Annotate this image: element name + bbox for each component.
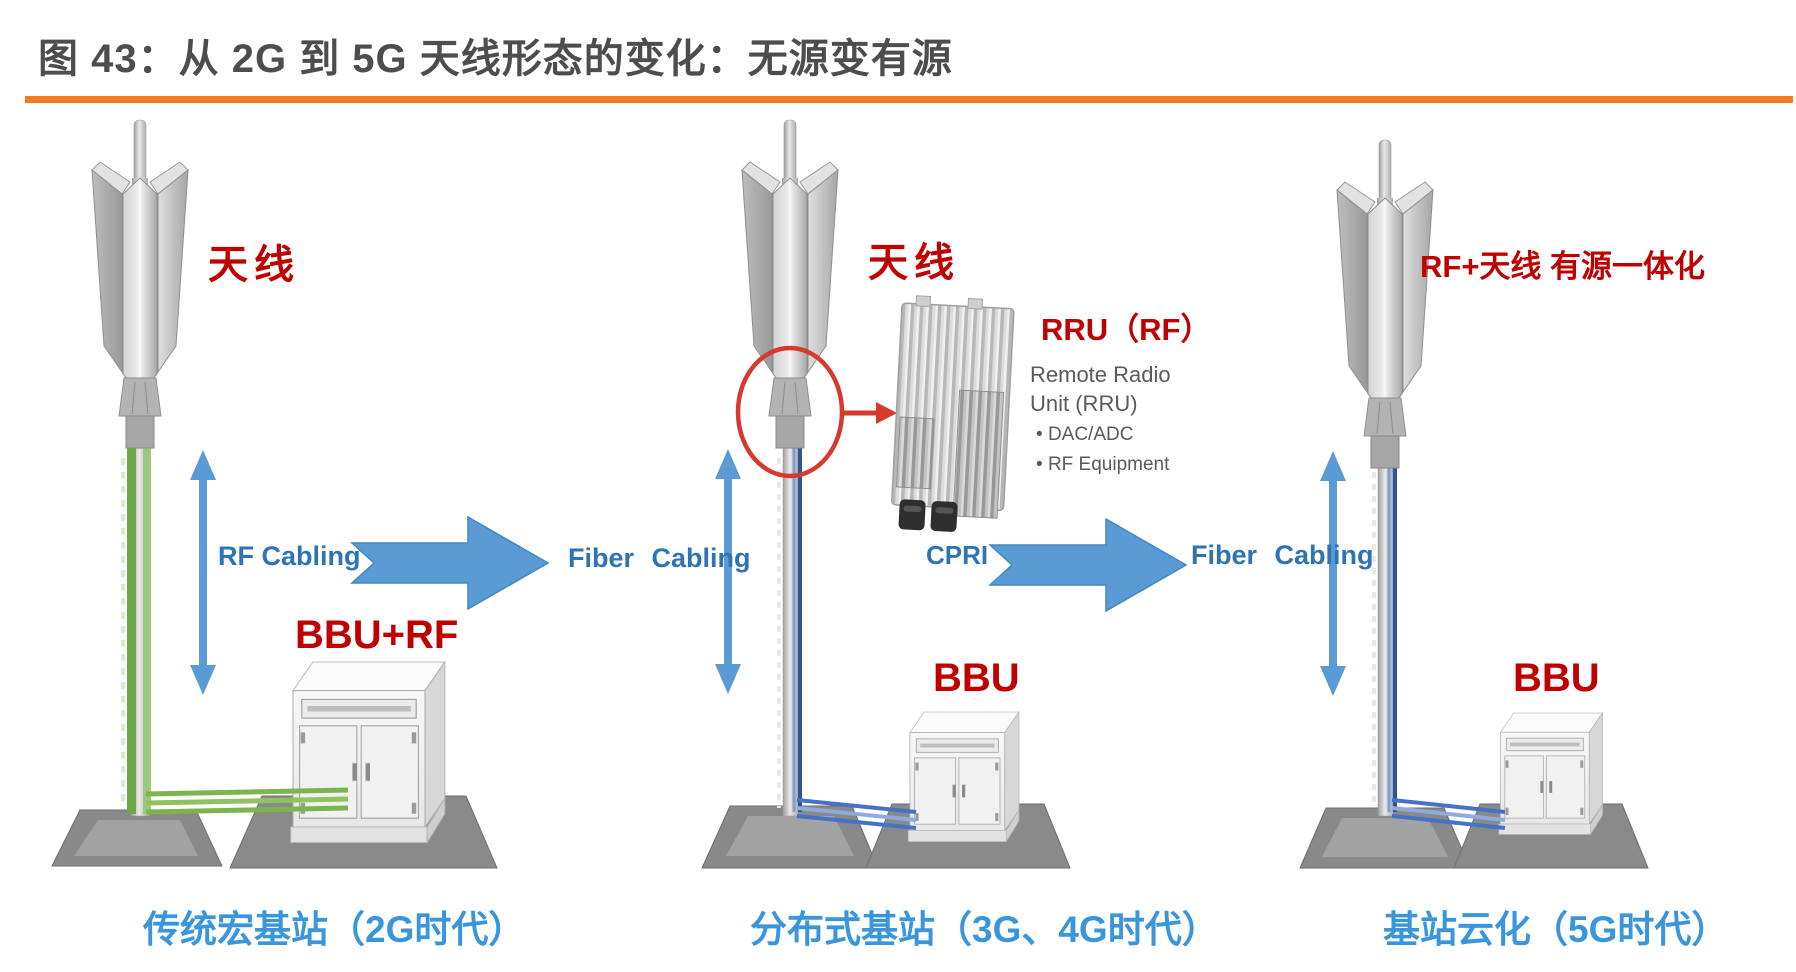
- mast-cable-2g: [121, 432, 349, 817]
- transition-label-2: Fiber Cabling: [1191, 540, 1374, 570]
- rru-description: Remote Radio Unit (RRU): [1030, 360, 1171, 418]
- antenna-tower-3g4g: [740, 118, 840, 450]
- height-arrow-5g: [1320, 451, 1346, 696]
- antenna-label-3g4g: 天线: [868, 241, 960, 285]
- rru-feature-item: RF Equipment: [1036, 450, 1169, 480]
- transition-arrow-2: [989, 518, 1187, 612]
- rru-title: RRU（RF）: [1041, 312, 1212, 347]
- antenna-label-2g: 天线: [208, 243, 300, 287]
- bbu-rf-label: BBU+RF: [295, 613, 459, 657]
- antenna-tower-5g: [1335, 138, 1435, 470]
- rru-description-line1: Remote Radio: [1030, 362, 1171, 387]
- rru-feature-item: DAC/ADC: [1036, 420, 1169, 450]
- transition-label-1: Fiber Cabling: [568, 543, 751, 573]
- caption-5g: 基站云化（5G时代）: [1383, 909, 1729, 950]
- mast-cable-5g: [1372, 441, 1506, 830]
- ground-pad-tower-2g: [51, 809, 223, 867]
- rru-feature-list: DAC/ADC RF Equipment: [1036, 420, 1169, 480]
- transition-arrow-1: [351, 516, 549, 610]
- ground-pad-tower-5g: [1299, 807, 1471, 869]
- antenna-tower-2g: [90, 118, 190, 450]
- rru-description-line2: Unit (RRU): [1030, 391, 1138, 416]
- bbu-label-3g4g: BBU: [933, 656, 1020, 700]
- caption-2g: 传统宏基站（2G时代）: [143, 909, 526, 950]
- mast-cable-3g4g: [777, 439, 917, 830]
- rru-unit-photo: [891, 295, 1015, 532]
- bbu-label-5g: BBU: [1513, 656, 1600, 700]
- cpri-label: CPRI: [926, 540, 989, 570]
- caption-3g4g: 分布式基站（3G、4G时代）: [750, 909, 1219, 950]
- rru-pointer-arrow: [842, 402, 897, 424]
- bbu-cabinet-2g: [290, 661, 446, 843]
- title-accent-rule: [25, 96, 1793, 103]
- figure-title: 图 43：从 2G 到 5G 天线形态的变化：无源变有源: [38, 37, 953, 81]
- bbu-cabinet-5g: [1498, 712, 1603, 835]
- bbu-cabinet-3g4g: [907, 711, 1020, 842]
- antenna-rf-integrated-label: RF+天线 有源一体化: [1420, 249, 1706, 284]
- rf-cabling-label: RF Cabling: [218, 541, 361, 571]
- height-arrow-2g: [190, 450, 216, 695]
